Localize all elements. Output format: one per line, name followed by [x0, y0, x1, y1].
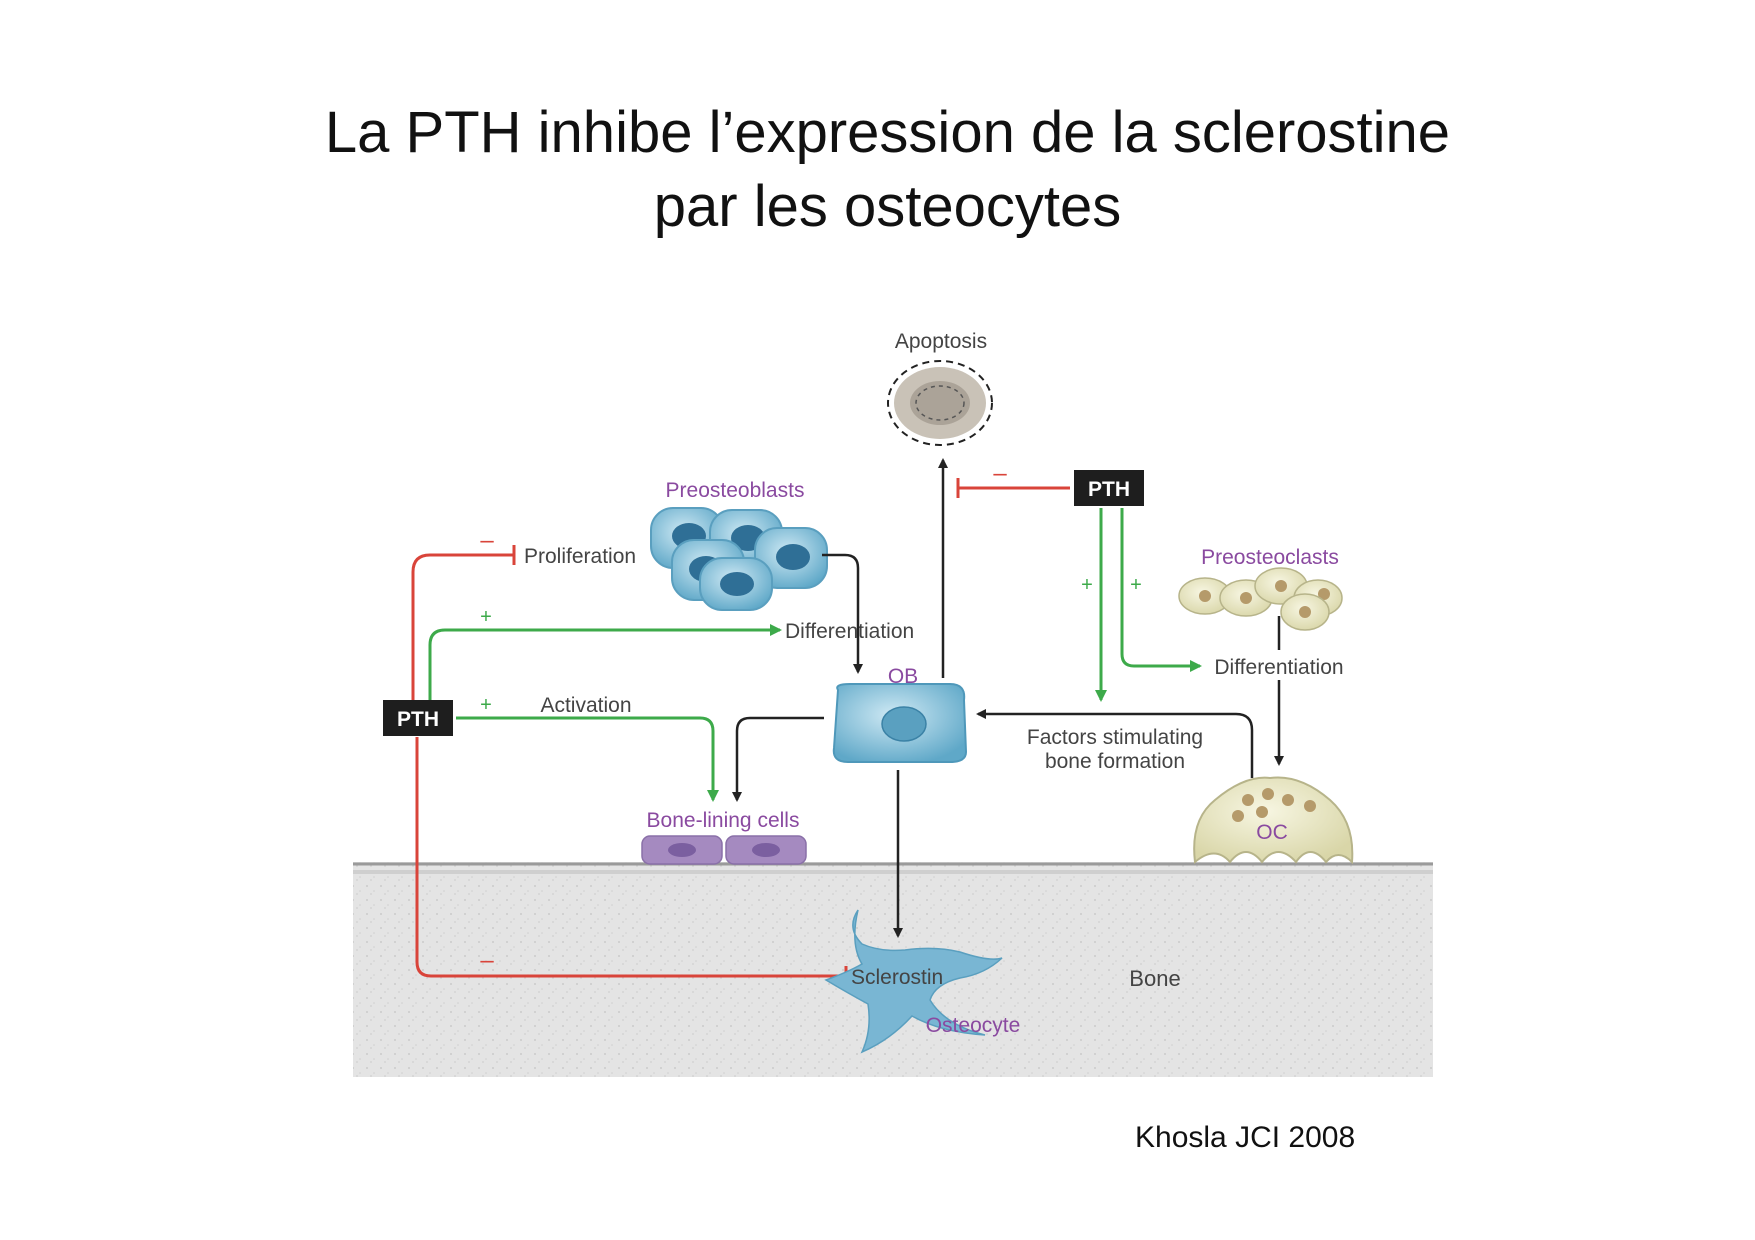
pth-stimulates-oc-differentiation: [1120, 508, 1202, 672]
oc-label: OC: [1256, 821, 1288, 844]
bone-lining-cells-label: Bone-lining cells: [647, 809, 800, 832]
osteocyte-cell: [824, 909, 1003, 1054]
preosteoclasts-label: Preosteoclasts: [1201, 546, 1339, 569]
minus-sign: –: [480, 527, 494, 554]
factors-label-line-2: bone formation: [1045, 750, 1185, 773]
apoptosis-cell: [887, 360, 993, 446]
preosteoblasts-label: Preosteoblasts: [666, 479, 805, 502]
activation-label: Activation: [540, 694, 631, 717]
differentiation-oc-label: Differentiation: [1214, 656, 1343, 679]
differentiation-ob-label: Differentiation: [785, 620, 914, 643]
pth-inhibits-apoptosis: [956, 478, 1070, 498]
pth-top-box: PTH: [1074, 470, 1144, 506]
oc-factors-to-ob-arrow: [976, 709, 1254, 778]
minus-sign: –: [993, 460, 1007, 487]
osteoblast-cell: [832, 683, 968, 763]
slide-title: La PTH inhibe l’expression de la scleros…: [0, 96, 1755, 244]
bone-region: [353, 862, 1433, 1077]
preob-to-ob-arrow: [822, 553, 863, 674]
minus-sign: –: [480, 947, 494, 974]
bone-label: Bone: [1129, 966, 1180, 991]
apoptosis-label: Apoptosis: [895, 330, 987, 353]
sclerostin-label: Sclerostin: [851, 966, 943, 989]
pth-left-label: PTH: [397, 708, 439, 731]
ob-label: OB: [888, 665, 918, 688]
preosteoblasts-cells: [650, 507, 828, 611]
title-line-1: La PTH inhibe l’expression de la scleros…: [324, 100, 1451, 165]
pth-activates-lining-cells: [456, 716, 719, 802]
plus-sign: +: [1081, 574, 1093, 596]
bone-lining-cells: [641, 835, 807, 865]
osteocyte-label: Osteocyte: [926, 1014, 1021, 1037]
citation: Khosla JCI 2008: [1135, 1121, 1356, 1154]
plus-sign: +: [480, 606, 492, 628]
title-line-2: par les osteocytes: [653, 174, 1122, 239]
proliferation-label: Proliferation: [524, 545, 636, 568]
pth-stimulates-ob-differentiation: [428, 624, 782, 720]
factors-label-line-1: Factors stimulating: [1027, 726, 1203, 749]
plus-sign: +: [480, 694, 492, 716]
pth-inhibits-proliferation: [411, 545, 516, 720]
preosteoclasts-cells: [1178, 567, 1343, 631]
plus-sign: +: [1130, 574, 1142, 596]
pth-left-box: PTH: [383, 700, 453, 736]
ob-to-lining-arrow: [732, 716, 824, 802]
osteoclast-cell: [1193, 776, 1354, 865]
pth-top-label: PTH: [1088, 478, 1130, 501]
